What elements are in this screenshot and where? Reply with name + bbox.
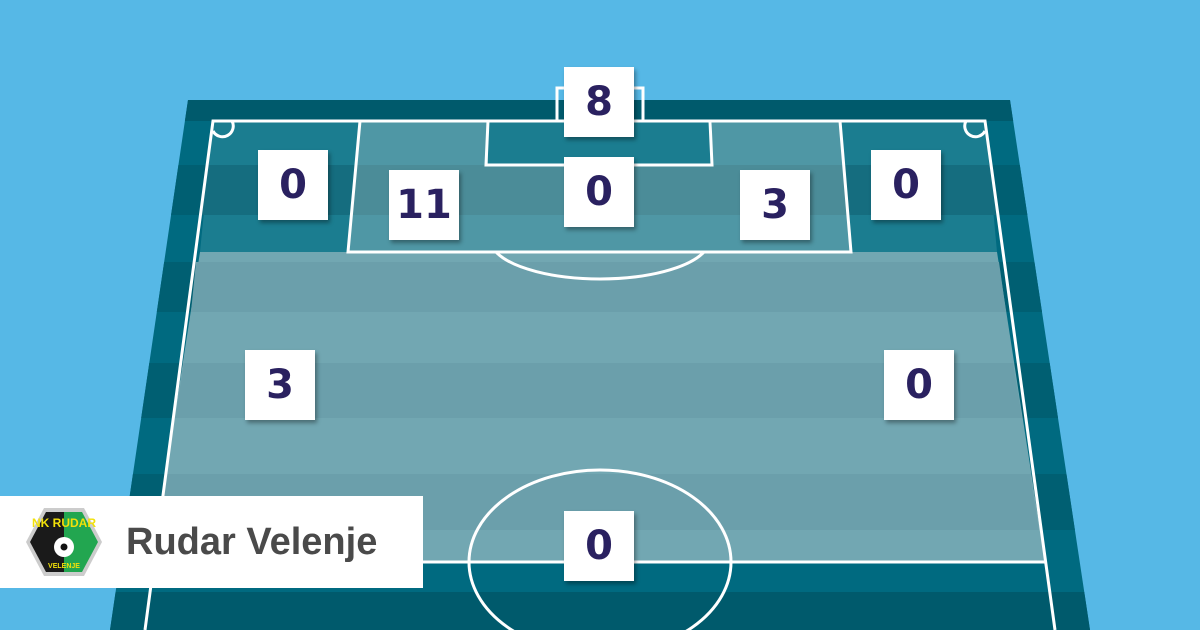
stat-goal: 8 xyxy=(564,67,634,137)
stat-left-box: 11 xyxy=(389,170,459,240)
stat-own-half: 0 xyxy=(564,511,634,581)
stat-right-wide-box: 0 xyxy=(871,150,941,220)
svg-text:VELENJE: VELENJE xyxy=(48,563,80,570)
stat-right-midfield: 0 xyxy=(884,350,954,420)
stat-right-box: 3 xyxy=(740,170,810,240)
zone-six-yard xyxy=(488,121,712,165)
stat-left-midfield: 3 xyxy=(245,350,315,420)
zone-midfield-stripe2 xyxy=(175,363,1022,418)
stat-left-wide-box: 0 xyxy=(258,150,328,220)
svg-text:NK RUDAR: NK RUDAR xyxy=(32,516,96,530)
stat-six-yard: 0 xyxy=(564,157,634,227)
team-name: Rudar Velenje xyxy=(126,520,378,563)
zone-midfield-stripe1 xyxy=(191,262,1006,312)
team-banner: NK RUDAR VELENJE Rudar Velenje xyxy=(0,496,423,588)
team-logo: NK RUDAR VELENJE xyxy=(26,508,102,576)
